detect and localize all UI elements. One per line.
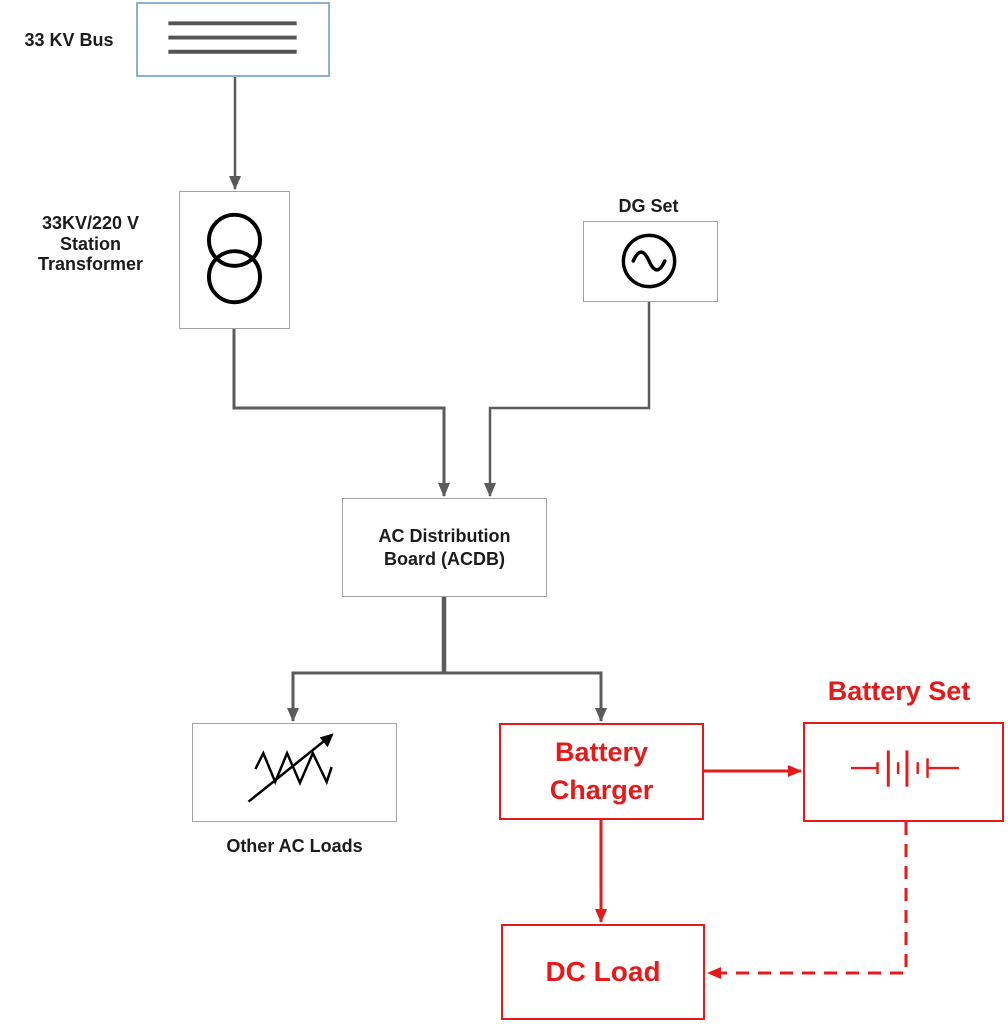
transformer-icon <box>207 212 262 305</box>
dc-load-label: DC Load <box>545 956 661 987</box>
other-ac-loads-label: Other AC Loads <box>226 836 363 856</box>
transformer-label: 33KV/220 V Station Transformer <box>37 213 144 275</box>
node-battery-set <box>803 722 1004 822</box>
node-other-ac-loads <box>192 723 397 822</box>
bus-label: 33 KV Bus <box>24 30 114 50</box>
acdb-label: AC Distribution Board (ACDB) <box>378 526 511 569</box>
node-dc-load: DC Load <box>501 924 705 1020</box>
connector-transformer-to-acdb <box>232 329 450 497</box>
battery-charger-label: Battery Charger <box>549 736 654 805</box>
variable-load-icon <box>247 733 334 803</box>
connector-dgset-to-acdb <box>484 302 651 497</box>
node-dg-set <box>583 221 718 302</box>
node-station-transformer <box>179 191 290 329</box>
busbar-icon <box>168 21 297 54</box>
node-battery-charger: Battery Charger <box>499 723 704 820</box>
battery-set-label: Battery Set <box>827 676 971 706</box>
battery-icon <box>851 750 959 787</box>
node-33kv-bus <box>136 2 330 77</box>
node-acdb: AC Distribution Board (ACDB) <box>342 498 547 597</box>
ac-generator-icon <box>621 233 677 289</box>
dgset-label: DG Set <box>618 196 679 216</box>
connector-battery-to-dcload-dashed <box>707 822 908 979</box>
